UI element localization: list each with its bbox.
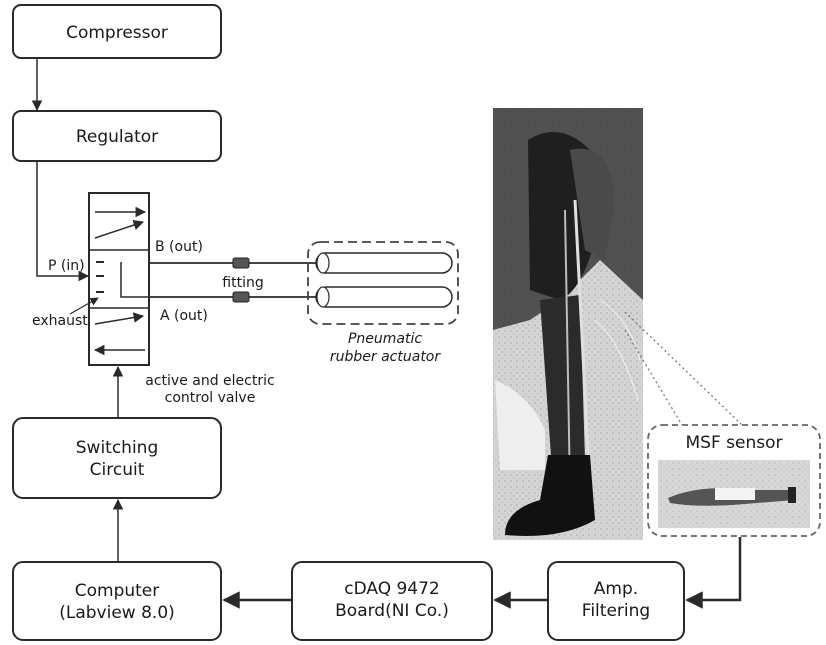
actuator-caption-line2: rubber actuator [330, 349, 441, 365]
cdaq-label-line2: Board(NI Co.) [335, 601, 449, 621]
msf-sensor-inset: MSF sensor [647, 424, 821, 537]
air-hoses [149, 257, 316, 303]
switching-label-line1: Switching [76, 438, 159, 458]
computer-block: Computer (Labview 8.0) [12, 561, 222, 641]
actuator-caption-line1: Pneumatic [348, 331, 422, 347]
valve-caption-line1: active and electric [145, 373, 274, 389]
amp-label-line2: Filtering [582, 601, 650, 621]
computer-label-line1: Computer [75, 581, 160, 601]
sensor-to-amp-line [685, 537, 742, 609]
cdaq-block: cDAQ 9472 Board(NI Co.) [291, 561, 493, 641]
regulator-to-valve-line [36, 161, 90, 282]
sensor-callout-line-2 [624, 329, 683, 426]
compressor-block: Compressor [12, 4, 222, 59]
exhaust-label: exhaust [32, 313, 88, 329]
computer-label-line2: (Labview 8.0) [59, 603, 175, 623]
msf-sensor-title: MSF sensor [686, 433, 783, 453]
switching-label-line2: Circuit [90, 460, 145, 480]
port-a-label: A (out) [160, 308, 208, 324]
amp-filter-block: Amp. Filtering [547, 561, 685, 641]
regulator-block: Regulator [12, 110, 222, 162]
leg-photograph [493, 108, 643, 540]
compressor-label: Compressor [66, 23, 168, 43]
sensor-callout-line-1 [624, 311, 743, 426]
amp-label-line1: Amp. [594, 579, 638, 599]
switching-circuit-block: Switching Circuit [12, 417, 222, 499]
exhaust-pointer [69, 297, 99, 315]
regulator-label: Regulator [76, 127, 158, 147]
rubber-actuator [307, 241, 459, 325]
cdaq-label-line1: cDAQ 9472 [344, 579, 440, 599]
fitting-label: fitting [222, 275, 263, 291]
port-p-label: P (in) [48, 258, 85, 274]
valve-caption-line2: control valve [165, 390, 256, 406]
port-b-label: B (out) [155, 239, 203, 255]
control-valve [88, 192, 150, 366]
